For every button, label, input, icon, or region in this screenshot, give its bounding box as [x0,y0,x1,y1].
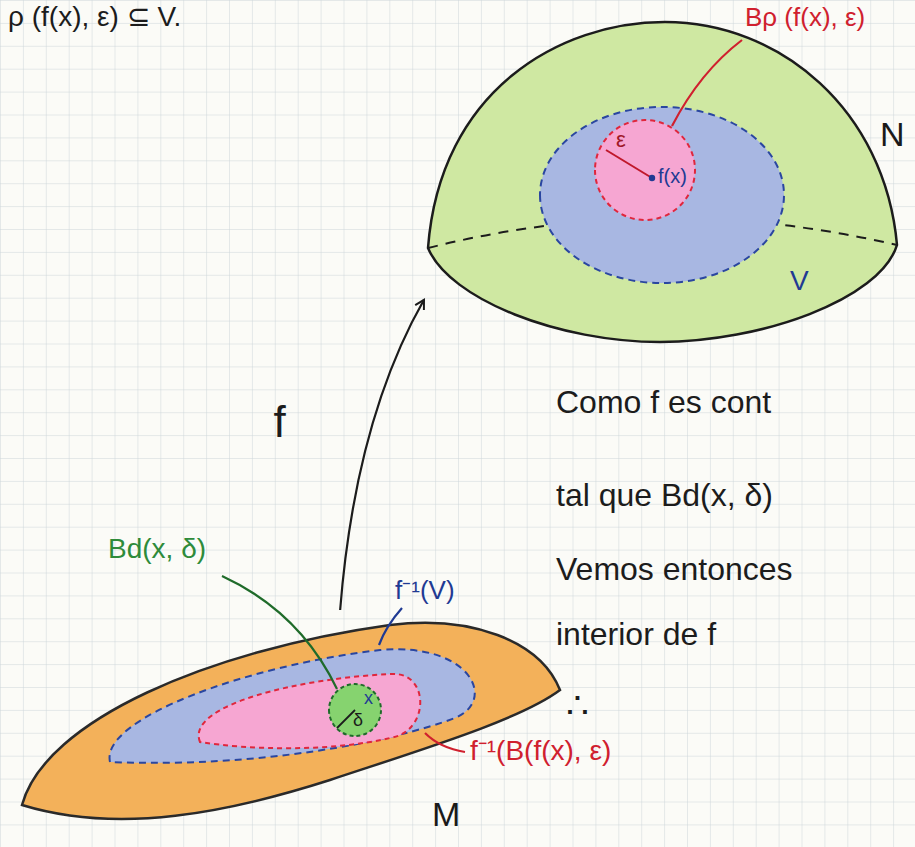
preimage-region: f⁻¹(V)f⁻¹(B(f(x), ε)Bd(x, δ)xδ [96,638,500,772]
preimage-ball-shape [199,674,421,748]
open-set-region: VBρ (f(x), ε)εf(x) [536,103,788,287]
note-text: Vemos entonces [556,552,793,587]
leader-line [672,40,742,126]
leader-line [222,576,337,689]
point-label: f(x) [658,165,687,187]
note-text: tal que Bd(x, δ) [556,478,773,513]
note-text: Como f es cont [556,385,771,420]
radius-symbol: ε [616,128,626,152]
region-name: N [880,116,905,153]
surface-region: Mf⁻¹(V)f⁻¹(B(f(x), ε)Bd(x, δ)xδ [18,610,564,834]
ball-name: Bd(x, δ) [108,534,206,565]
hemisphere-shape [428,22,897,342]
hemisphere-region: NVBρ (f(x), ε)εf(x) [424,16,902,346]
set-name: f⁻¹(V) [395,576,455,605]
preimage-ball-region: f⁻¹(B(f(x), ε)Bd(x, δ)xδ [184,668,434,752]
open-set-shape [540,107,784,283]
small-ball-region: Bd(x, δ)xδ [327,682,383,738]
leader-line [379,608,402,645]
set-name: V [790,266,809,297]
note-text: ρ (f(x), ε) ⊆ V. [8,2,181,33]
preimage-ball-region-outline [184,668,434,752]
set-name: f⁻¹(B(f(x), ε) [470,736,611,767]
map-name: f [274,398,286,446]
preimage-shape [110,649,475,763]
note-text: interior de f [556,617,716,652]
ball-region: Bρ (f(x), ε)εf(x) [593,118,697,222]
radius-line [606,150,652,178]
region-name: M [432,796,460,833]
map-arrow [340,300,424,610]
therefore-symbol: ∴ [566,686,589,726]
radius-line [337,710,355,728]
surface-shape [22,623,560,819]
point-dot [649,175,655,181]
small-ball-shape [329,684,381,736]
ball-shape [595,120,695,220]
radius-symbol: δ [353,711,363,731]
ball-name: Bρ (f(x), ε) [745,3,865,32]
leader-line [425,733,465,752]
point-label: x [364,689,373,709]
